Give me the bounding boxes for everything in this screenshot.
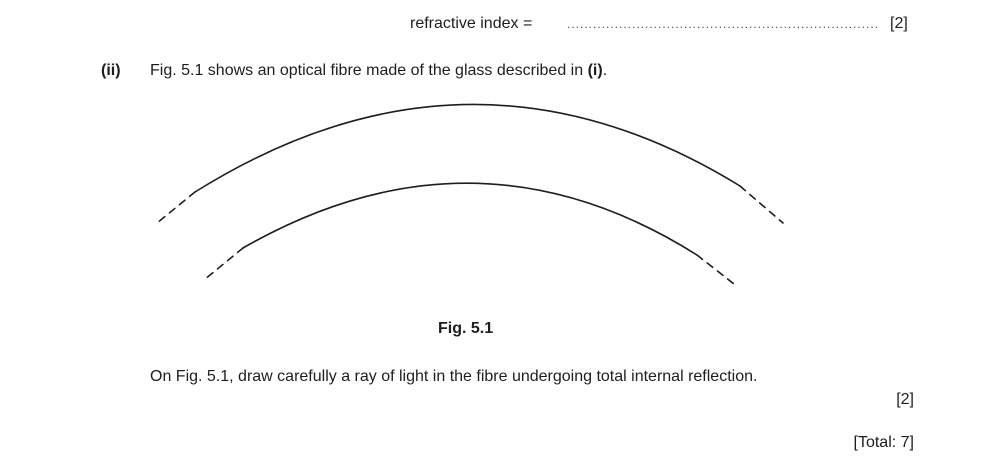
fibre-outer-wall-right-dashed: [739, 185, 784, 224]
marks-answer: [2]: [890, 15, 908, 32]
fibre-outer-wall: [194, 103, 741, 193]
fibre-inner-wall: [242, 182, 698, 256]
part-reference: (i): [587, 62, 603, 79]
refractive-index-label: refractive index =: [410, 15, 533, 32]
part-label: (ii): [101, 62, 121, 79]
part-text: Fig. 5.1 shows an optical fibre made of …: [150, 61, 607, 81]
answer-dotted-line[interactable]: ........................................…: [567, 17, 880, 31]
instruction-text: On Fig. 5.1, draw carefully a ray of lig…: [150, 368, 758, 385]
part-text-before: Fig. 5.1 shows an optical fibre made of …: [150, 62, 588, 79]
marks-instruction: [2]: [896, 391, 914, 408]
part-text-after: .: [602, 62, 608, 79]
figure-caption: Fig. 5.1: [438, 320, 494, 337]
fibre-inner-wall-right-dashed: [696, 254, 735, 285]
fibre-inner-wall-left-dashed: [203, 247, 244, 281]
total-marks: [Total: 7]: [853, 434, 914, 451]
fibre-outer-wall-left-dashed: [156, 191, 196, 224]
